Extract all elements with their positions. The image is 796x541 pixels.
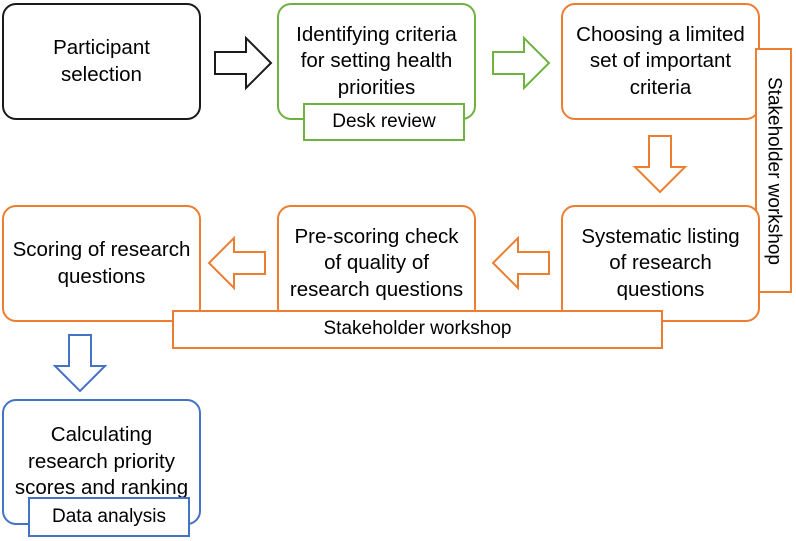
node-identifying-criteria[interactable]: Identifying criteria for setting health … [277, 3, 476, 120]
arrow-identifying-to-choosing [491, 35, 551, 91]
method-label-desk-review[interactable]: Desk review [303, 103, 465, 141]
node-participant-selection-label: Participant selection [53, 35, 150, 86]
node-choosing-criteria[interactable]: Choosing a limited set of important crit… [561, 3, 760, 120]
node-identifying-criteria-label: Identifying criteria for setting health … [296, 22, 457, 99]
method-label-desk-review-text: Desk review [332, 110, 436, 132]
arrow-systematic-to-prescoring [491, 235, 551, 291]
node-calculating-scores-label: Calculating research priority scores and… [14, 423, 189, 500]
node-systematic-listing[interactable]: Systematic listing of research questions [561, 205, 760, 322]
node-choosing-criteria-label: Choosing a limited set of important crit… [576, 22, 745, 99]
node-scoring-questions[interactable]: Scoring of research questions [2, 205, 201, 322]
node-pre-scoring-check-label: Pre-scoring check of quality of research… [289, 224, 464, 301]
method-label-stakeholder-workshop-vertical[interactable]: Stakeholder workshop [755, 48, 792, 293]
method-label-data-analysis[interactable]: Data analysis [28, 497, 190, 537]
method-label-stakeholder-workshop-horizontal[interactable]: Stakeholder workshop [172, 310, 663, 349]
arrow-prescoring-to-scoring [207, 235, 267, 291]
method-label-stakeholder-workshop-vertical-text: Stakeholder workshop [763, 76, 785, 265]
node-systematic-listing-label: Systematic listing of research questions [581, 224, 740, 301]
arrow-participant-to-identifying [213, 35, 273, 91]
node-participant-selection[interactable]: Participant selection [2, 3, 201, 120]
method-label-stakeholder-workshop-horizontal-text: Stakeholder workshop [323, 318, 512, 340]
arrow-scoring-to-calculating [52, 333, 108, 393]
method-label-data-analysis-text: Data analysis [51, 505, 167, 527]
node-pre-scoring-check[interactable]: Pre-scoring check of quality of research… [277, 205, 476, 322]
node-scoring-questions-label: Scoring of research questions [12, 237, 191, 288]
arrow-choosing-to-systematic [632, 134, 688, 194]
